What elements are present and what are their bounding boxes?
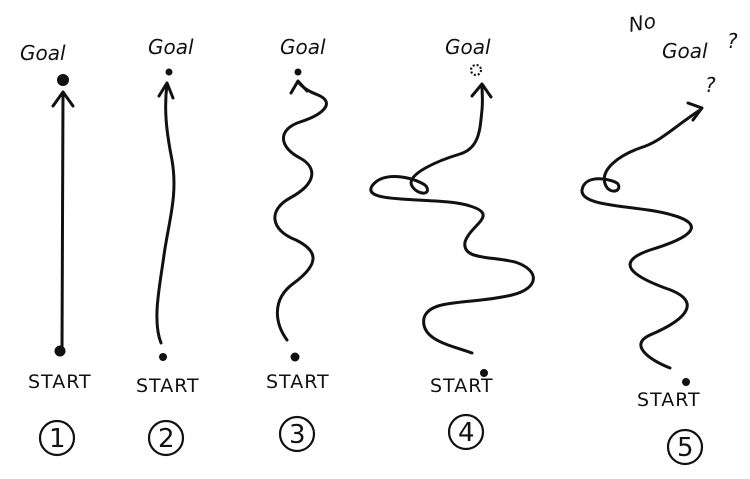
no-label-5: No: [627, 9, 658, 37]
goal-arrowhead-4: [470, 82, 493, 99]
start-dot-5: [682, 378, 690, 386]
start-dot-4: [480, 369, 488, 377]
number-label-2: 2: [158, 424, 175, 454]
goal-label-5: Goal: [662, 39, 708, 63]
goal-label-4: Goal: [445, 35, 491, 59]
number-label-5: 5: [677, 433, 694, 463]
path-5: [580, 108, 702, 370]
start-label-3: START: [266, 371, 330, 393]
goal-dot-1: [57, 74, 69, 86]
panel-5: No Goal ? ? START 5: [580, 9, 738, 466]
start-dot-3: [290, 352, 300, 362]
start-dot-1: [54, 345, 66, 357]
goal-label-2: Goal: [148, 35, 194, 59]
panel-3: Goal START 3: [266, 35, 330, 453]
number-label-1: 1: [49, 424, 66, 454]
panel-2: Goal START 2: [136, 35, 200, 457]
panel-4: Goal START 4: [369, 35, 535, 451]
path-1: [60, 91, 65, 352]
question-mark-b-5: ?: [705, 73, 716, 97]
number-label-3: 3: [289, 420, 306, 450]
question-mark-a-5: ?: [727, 29, 738, 53]
start-dot-2: [159, 353, 167, 361]
path-2: [155, 82, 176, 345]
start-label-5: START: [637, 389, 701, 411]
goal-label-1: Goal: [20, 41, 66, 65]
number-circle-3: [278, 415, 316, 453]
goal-hollow-circle-4: [469, 63, 483, 77]
arrowhead-5: [686, 101, 704, 122]
goal-dot-3: [294, 68, 302, 76]
goal-label-3: Goal: [280, 35, 326, 59]
path-3: [273, 80, 328, 342]
start-label-2: START: [136, 375, 200, 397]
goal-dot-2: [165, 68, 173, 76]
number-circle-5: [666, 428, 704, 466]
panel-1: Goal START 1: [20, 41, 92, 457]
start-label-1: START: [28, 371, 92, 393]
number-circle-1: [38, 419, 76, 457]
number-circle-4: [447, 413, 485, 451]
start-label-4: START: [430, 375, 494, 397]
number-label-4: 4: [458, 418, 475, 448]
path-4: [369, 84, 535, 355]
number-circle-2: [147, 419, 185, 457]
